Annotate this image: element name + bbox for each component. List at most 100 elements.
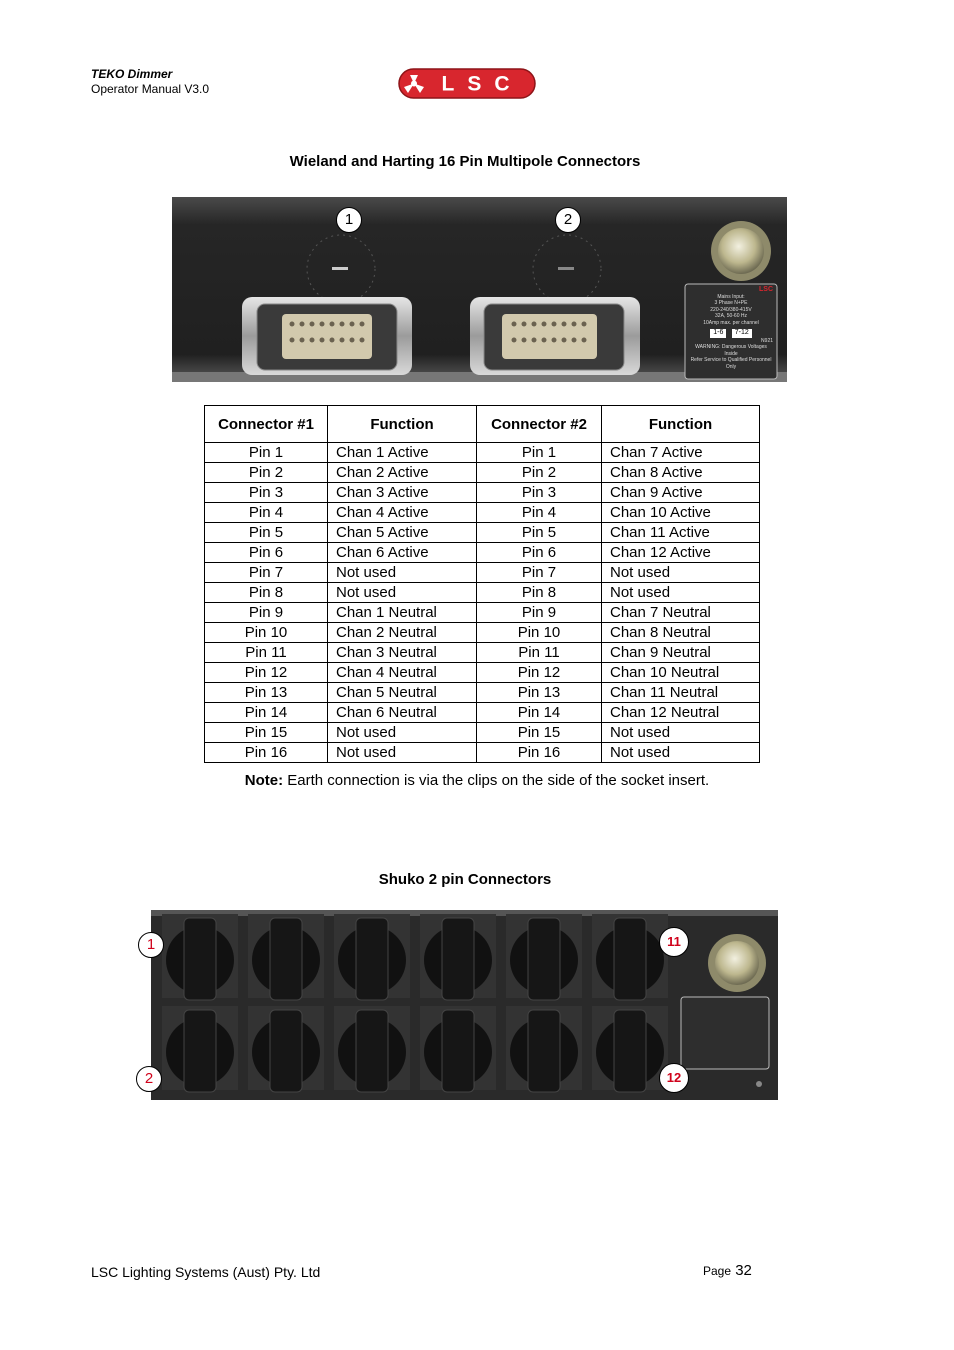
pin-cell: Pin 14 xyxy=(204,702,328,723)
shuko-socket xyxy=(592,1006,668,1093)
function-cell: Not used xyxy=(327,562,477,583)
function-cell: Not used xyxy=(601,562,760,583)
function-cell: Not used xyxy=(601,582,760,603)
function-cell: Not used xyxy=(327,742,477,763)
pin-cell: Pin 6 xyxy=(476,542,602,563)
function-cell: Chan 7 Neutral xyxy=(601,602,760,623)
header-function-1: Function xyxy=(327,405,477,443)
doc-title: TEKO Dimmer xyxy=(91,67,173,81)
function-cell: Chan 8 Active xyxy=(601,462,760,483)
function-cell: Chan 6 Active xyxy=(327,542,477,563)
shuko-socket xyxy=(420,1006,496,1093)
spec-label-graphic-2 xyxy=(680,996,770,1070)
pin-cell: Pin 2 xyxy=(476,462,602,483)
lsc-logo: LSC xyxy=(398,68,536,99)
pin-cell: Pin 7 xyxy=(476,562,602,583)
pin-cell: Pin 12 xyxy=(476,662,602,683)
section-title-multipole: Wieland and Harting 16 Pin Multipole Con… xyxy=(289,153,641,170)
page-label: Page xyxy=(703,1264,732,1278)
function-cell: Chan 3 Neutral xyxy=(327,642,477,663)
footer-page: Page 32 xyxy=(703,1262,752,1279)
connector-1-graphic xyxy=(242,234,412,375)
pin-cell: Pin 9 xyxy=(204,602,328,623)
doc-subtitle: Operator Manual V3.0 xyxy=(91,82,210,96)
function-cell: Chan 3 Active xyxy=(327,482,477,503)
pin-cell: Pin 1 xyxy=(204,442,328,463)
function-cell: Not used xyxy=(601,742,760,763)
shuko-panel-image: 1 2 11 12 xyxy=(136,910,778,1102)
shuko-socket xyxy=(248,914,324,1001)
header-connector-2: Connector #2 xyxy=(476,405,602,443)
multipole-panel-image: LSC Mains Input: 3 Phase N+PE 220-240/38… xyxy=(172,197,787,382)
shuko-socket xyxy=(506,1006,582,1093)
shuko-socket xyxy=(162,914,238,1001)
shuko-socket xyxy=(420,914,496,1001)
pin-cell: Pin 12 xyxy=(204,662,328,683)
function-cell: Chan 12 Active xyxy=(601,542,760,563)
pin-cell: Pin 8 xyxy=(204,582,328,603)
function-cell: Chan 5 Neutral xyxy=(327,682,477,703)
shuko-socket xyxy=(506,914,582,1001)
function-cell: Chan 9 Neutral xyxy=(601,642,760,663)
function-cell: Chan 9 Active xyxy=(601,482,760,503)
function-cell: Chan 7 Active xyxy=(601,442,760,463)
pin-cell: Pin 2 xyxy=(204,462,328,483)
shuko-socket xyxy=(162,1006,238,1093)
header-function-2: Function xyxy=(601,405,760,443)
callout-socket-11: 11 xyxy=(659,927,689,957)
function-cell: Chan 6 Neutral xyxy=(327,702,477,723)
pin-cell: Pin 15 xyxy=(204,722,328,743)
pin-cell: Pin 4 xyxy=(204,502,328,523)
function-cell: Chan 10 Neutral xyxy=(601,662,760,683)
callout-connector-2: 2 xyxy=(555,207,581,233)
pin-cell: Pin 14 xyxy=(476,702,602,723)
logo-text: LSC xyxy=(442,73,523,96)
pin-cell: Pin 3 xyxy=(204,482,328,503)
function-cell: Not used xyxy=(601,722,760,743)
pin-cell: Pin 13 xyxy=(476,682,602,703)
spec-label-text: LSC Mains Input: 3 Phase N+PE 220-240/38… xyxy=(690,286,773,370)
pin-cell: Pin 16 xyxy=(476,742,602,763)
shuko-socket xyxy=(334,914,410,1001)
callout-socket-1: 1 xyxy=(138,932,164,958)
pin-cell: Pin 11 xyxy=(204,642,328,663)
table-header-row: Connector #1 Function Connector #2 Funct… xyxy=(204,405,760,443)
pin-function-table: Connector #1 Function Connector #2 Funct… xyxy=(204,405,760,763)
function-cell: Chan 2 Active xyxy=(327,462,477,483)
callout-socket-2: 2 xyxy=(136,1066,162,1092)
pin-cell: Pin 15 xyxy=(476,722,602,743)
pin-cell: Pin 5 xyxy=(204,522,328,543)
logo-star-icon xyxy=(404,75,424,93)
shuko-socket xyxy=(248,1006,324,1093)
callout-connector-1: 1 xyxy=(336,207,362,233)
pin-cell: Pin 5 xyxy=(476,522,602,543)
pin-cell: Pin 16 xyxy=(204,742,328,763)
pin-cell: Pin 9 xyxy=(476,602,602,623)
pin-cell: Pin 10 xyxy=(204,622,328,643)
header-connector-1: Connector #1 xyxy=(204,405,328,443)
pin-cell: Pin 8 xyxy=(476,582,602,603)
function-cell: Chan 1 Active xyxy=(327,442,477,463)
function-cell: Chan 11 Active xyxy=(601,522,760,543)
pin-cell: Pin 7 xyxy=(204,562,328,583)
connector-2-graphic xyxy=(470,234,640,375)
note-text: Earth connection is via the clips on the… xyxy=(283,772,710,789)
function-cell: Chan 12 Neutral xyxy=(601,702,760,723)
pin-cell: Pin 11 xyxy=(476,642,602,663)
pin-cell: Pin 4 xyxy=(476,502,602,523)
function-cell: Chan 1 Neutral xyxy=(327,602,477,623)
spec-label-graphic xyxy=(684,283,778,380)
pin-cell: Pin 3 xyxy=(476,482,602,503)
function-cell: Chan 10 Active xyxy=(601,502,760,523)
earth-note: Note: Earth connection is via the clips … xyxy=(0,772,954,789)
pin-cell: Pin 6 xyxy=(204,542,328,563)
